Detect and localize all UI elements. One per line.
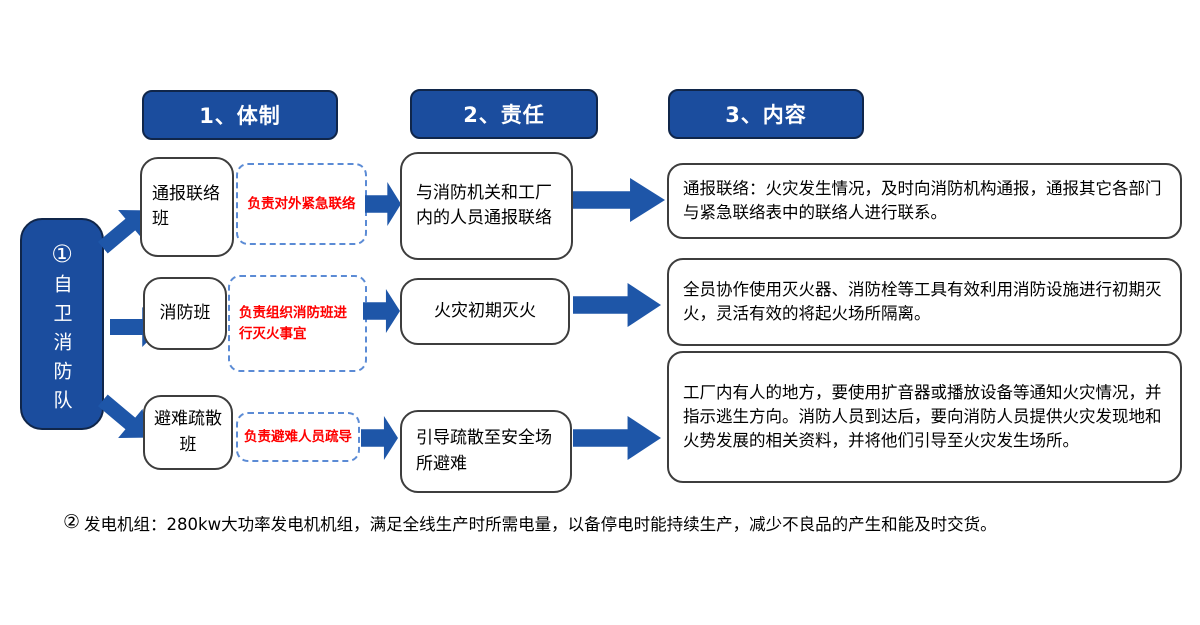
responsibility-label: 引导疏散至安全场所避难 <box>416 428 552 474</box>
responsibility-box-notification: 与消防机关和工厂内的人员通报联络 <box>400 152 573 260</box>
header-content: 3、内容 <box>668 89 864 139</box>
duty-note-label: 负责避难人员疏导 <box>244 428 352 445</box>
content-box-firefighting: 全员协作使用灭火器、消防栓等工具有效利用消防设施进行初期灭火，灵活有效的将起火场… <box>667 258 1182 346</box>
arrow-duty-to-responsibility-2 <box>363 289 400 333</box>
team-label: 避难疏散班 <box>154 409 222 455</box>
content-text: 工厂内有人的地方，要使用扩音器或播放设备等通知火灾情况，并指示逃生方向。消防人员… <box>683 383 1162 450</box>
duty-note-label: 负责组织消防班进行灭火事宜 <box>239 305 347 342</box>
arrow-responsibility-to-content-3 <box>573 416 661 460</box>
content-text: 通报联络：火灾发生情况，及时向消防机构通报，通报其它各部门与紧急联络表中的联络人… <box>683 179 1162 222</box>
content-text: 全员协作使用灭火器、消防栓等工具有效利用消防设施进行初期灭火，灵活有效的将起火场… <box>683 280 1162 323</box>
generator-footnote: ② 发电机组：280kw大功率发电机机组，满足全线生产时所需电量，以备停电时能持… <box>63 511 1173 535</box>
footnote-marker: ② <box>63 511 81 533</box>
arrow-responsibility-to-content-1 <box>573 178 665 222</box>
duty-note-firefighting: 负责组织消防班进行灭火事宜 <box>228 275 367 372</box>
root-label: 自卫消防队 <box>50 274 73 419</box>
arrow-root-to-evacuation-team <box>97 394 148 439</box>
header-responsibility: 2、责任 <box>410 89 598 139</box>
team-label: 消防班 <box>159 302 211 323</box>
responsibility-label: 与消防机关和工厂内的人员通报联络 <box>416 182 552 229</box>
responsibility-box-evacuation: 引导疏散至安全场所避难 <box>400 410 572 493</box>
team-box-evacuation: 避难疏散班 <box>143 395 233 470</box>
arrow-duty-to-responsibility-1 <box>365 182 401 226</box>
duty-note-evacuation: 负责避难人员疏导 <box>236 412 360 462</box>
footnote-text: 发电机组：280kw大功率发电机机组，满足全线生产时所需电量，以备停电时能持续生… <box>84 515 997 534</box>
duty-note-notification: 负责对外紧急联络 <box>236 163 367 245</box>
responsibility-box-firefighting: 火灾初期灭火 <box>400 278 570 345</box>
team-label: 通报联络班 <box>152 183 220 230</box>
arrow-root-to-notification-team <box>97 209 148 254</box>
content-box-notification: 通报联络：火灾发生情况，及时向消防机构通报，通报其它各部门与紧急联络表中的联络人… <box>667 163 1182 239</box>
arrow-duty-to-responsibility-3 <box>361 416 398 460</box>
team-box-firefighting: 消防班 <box>143 277 227 350</box>
duty-note-label: 负责对外紧急联络 <box>247 195 356 212</box>
team-box-notification-liaison: 通报联络班 <box>140 157 234 257</box>
arrow-responsibility-to-content-2 <box>573 283 661 327</box>
root-node-self-defense-fire-brigade: ① 自卫消防队 <box>20 218 104 430</box>
root-number: ① <box>51 240 73 268</box>
header-system: 1、体制 <box>142 90 338 140</box>
content-box-evacuation: 工厂内有人的地方，要使用扩音器或播放设备等通知火灾情况，并指示逃生方向。消防人员… <box>667 351 1182 483</box>
responsibility-label: 火灾初期灭火 <box>434 300 536 321</box>
